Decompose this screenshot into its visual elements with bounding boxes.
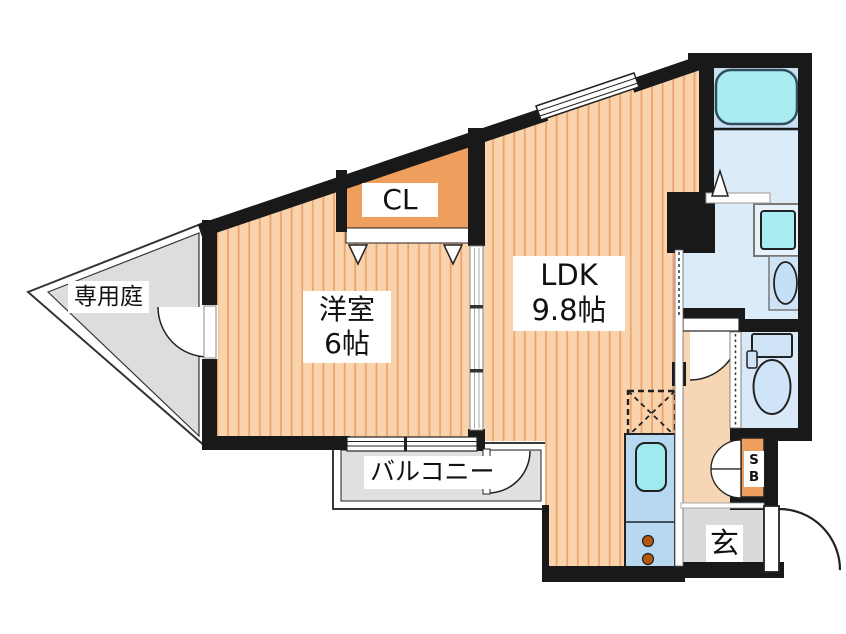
walls (197, 53, 812, 582)
entrance-step (680, 502, 765, 509)
toilet (746, 333, 793, 415)
balcony-window (346, 436, 478, 452)
closet-label: CL (362, 183, 438, 218)
closet-door-mark-right (442, 244, 464, 266)
shoe-box-letter-s: S (749, 452, 759, 468)
front-door (763, 505, 842, 573)
balcony-label: バルコニー (364, 456, 501, 489)
ldk-size: 9.8帖 (531, 293, 607, 328)
stove-burner (641, 552, 655, 566)
washing-machine-space (753, 203, 803, 257)
hall-partition (674, 249, 684, 567)
slope-window (535, 72, 640, 121)
entrance-label: 玄 (706, 525, 744, 563)
western-room-label: 洋室 6帖 (303, 291, 391, 364)
closet-door-mark-left (347, 244, 369, 266)
shoe-box-letter-b: B (748, 468, 760, 485)
garden-door (157, 305, 218, 359)
shoe-box-doors (710, 439, 742, 499)
bathroom-door-mark (705, 168, 771, 204)
stove-burner (641, 534, 655, 548)
toilet-sliding-door (729, 331, 742, 429)
shoe-box-label: S B (744, 451, 764, 487)
western-room-size: 6帖 (324, 327, 370, 361)
kitchen-sink (635, 442, 667, 492)
washbasin (768, 255, 803, 311)
bathtub (714, 68, 799, 126)
ldk-name: LDK (540, 258, 598, 292)
ldk-label: LDK 9.8帖 (513, 256, 625, 331)
kitchen-counter (624, 433, 676, 577)
room-divider-sliding-door (469, 245, 484, 431)
western-room-name: 洋室 (318, 293, 375, 326)
private-garden-label: 専用庭 (68, 281, 149, 314)
